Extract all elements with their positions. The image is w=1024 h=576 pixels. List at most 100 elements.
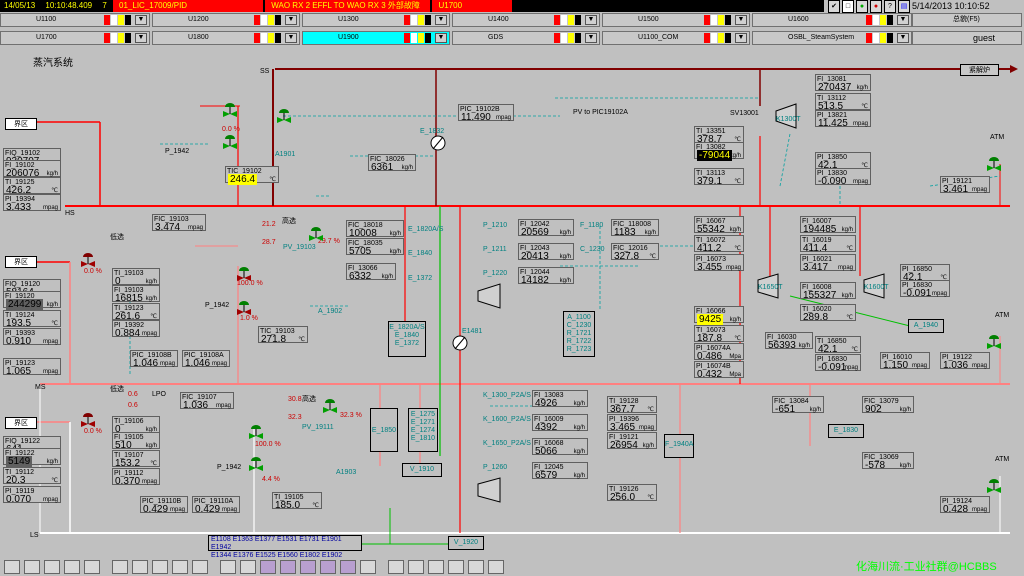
undo-icon[interactable]: [240, 560, 256, 574]
last-page-icon[interactable]: [152, 560, 168, 574]
print-icon[interactable]: ▤: [898, 0, 910, 13]
zoom-icon[interactable]: [172, 560, 188, 574]
dropdown-arrow-icon[interactable]: ▼: [135, 15, 147, 25]
control-valve-icon[interactable]: [986, 334, 1002, 350]
control-valve-icon[interactable]: [222, 102, 238, 118]
up-icon[interactable]: [320, 560, 336, 574]
control-valve-icon[interactable]: [236, 300, 252, 316]
unit-gds[interactable]: GDS▼: [452, 31, 600, 45]
unit-u1400[interactable]: U1400▼: [452, 13, 600, 27]
control-valve-icon[interactable]: [248, 424, 264, 440]
check-icon[interactable]: ✔: [828, 0, 840, 13]
alarm-ack-icon[interactable]: □: [842, 0, 854, 13]
control-valve-icon[interactable]: [322, 398, 338, 414]
tool-c-icon[interactable]: [408, 560, 424, 574]
f1940a-box[interactable]: F_1940A: [664, 434, 694, 458]
exit-icon[interactable]: [488, 560, 504, 574]
home-icon[interactable]: [4, 560, 20, 574]
trend-icon[interactable]: [44, 560, 60, 574]
unit-u1300[interactable]: U1300▼: [302, 13, 450, 27]
emergency-button[interactable]: 紧解炉: [960, 64, 999, 76]
boundary-button-3[interactable]: 界区: [5, 417, 37, 429]
control-valve-icon[interactable]: [222, 134, 238, 150]
unit-u1700[interactable]: U1700▼: [0, 31, 150, 45]
dropdown-arrow-icon[interactable]: ▼: [585, 15, 597, 25]
control-valve-icon[interactable]: [986, 478, 1002, 494]
control-valve-icon[interactable]: [80, 252, 96, 268]
control-valve-icon[interactable]: [308, 226, 324, 242]
help-icon[interactable]: ?: [884, 0, 896, 13]
next-page-icon[interactable]: [112, 560, 128, 574]
tool-b-icon[interactable]: [388, 560, 404, 574]
dropdown-arrow-icon[interactable]: ▼: [285, 15, 297, 25]
dropdown-arrow-icon[interactable]: ▼: [285, 33, 297, 43]
dropdown-arrow-icon[interactable]: ▼: [435, 15, 447, 25]
dropdown-arrow-icon[interactable]: ▼: [735, 33, 747, 43]
control-valve-icon[interactable]: [248, 456, 264, 472]
overview-button[interactable]: 总貌(F5): [912, 13, 1022, 27]
redo-icon[interactable]: [260, 560, 276, 574]
control-valve-icon[interactable]: [276, 108, 292, 124]
alarm-icon[interactable]: [24, 560, 40, 574]
boundary-button-1[interactable]: 界区: [5, 118, 37, 130]
v1910-box[interactable]: V_1910: [402, 463, 442, 477]
status-red-icon[interactable]: ●: [870, 0, 882, 13]
v1920-box[interactable]: V_1920: [448, 536, 484, 550]
settings-icon[interactable]: [428, 560, 444, 574]
status-green-icon[interactable]: ●: [856, 0, 868, 13]
help-icon[interactable]: [468, 560, 484, 574]
control-valve-icon[interactable]: [986, 156, 1002, 172]
